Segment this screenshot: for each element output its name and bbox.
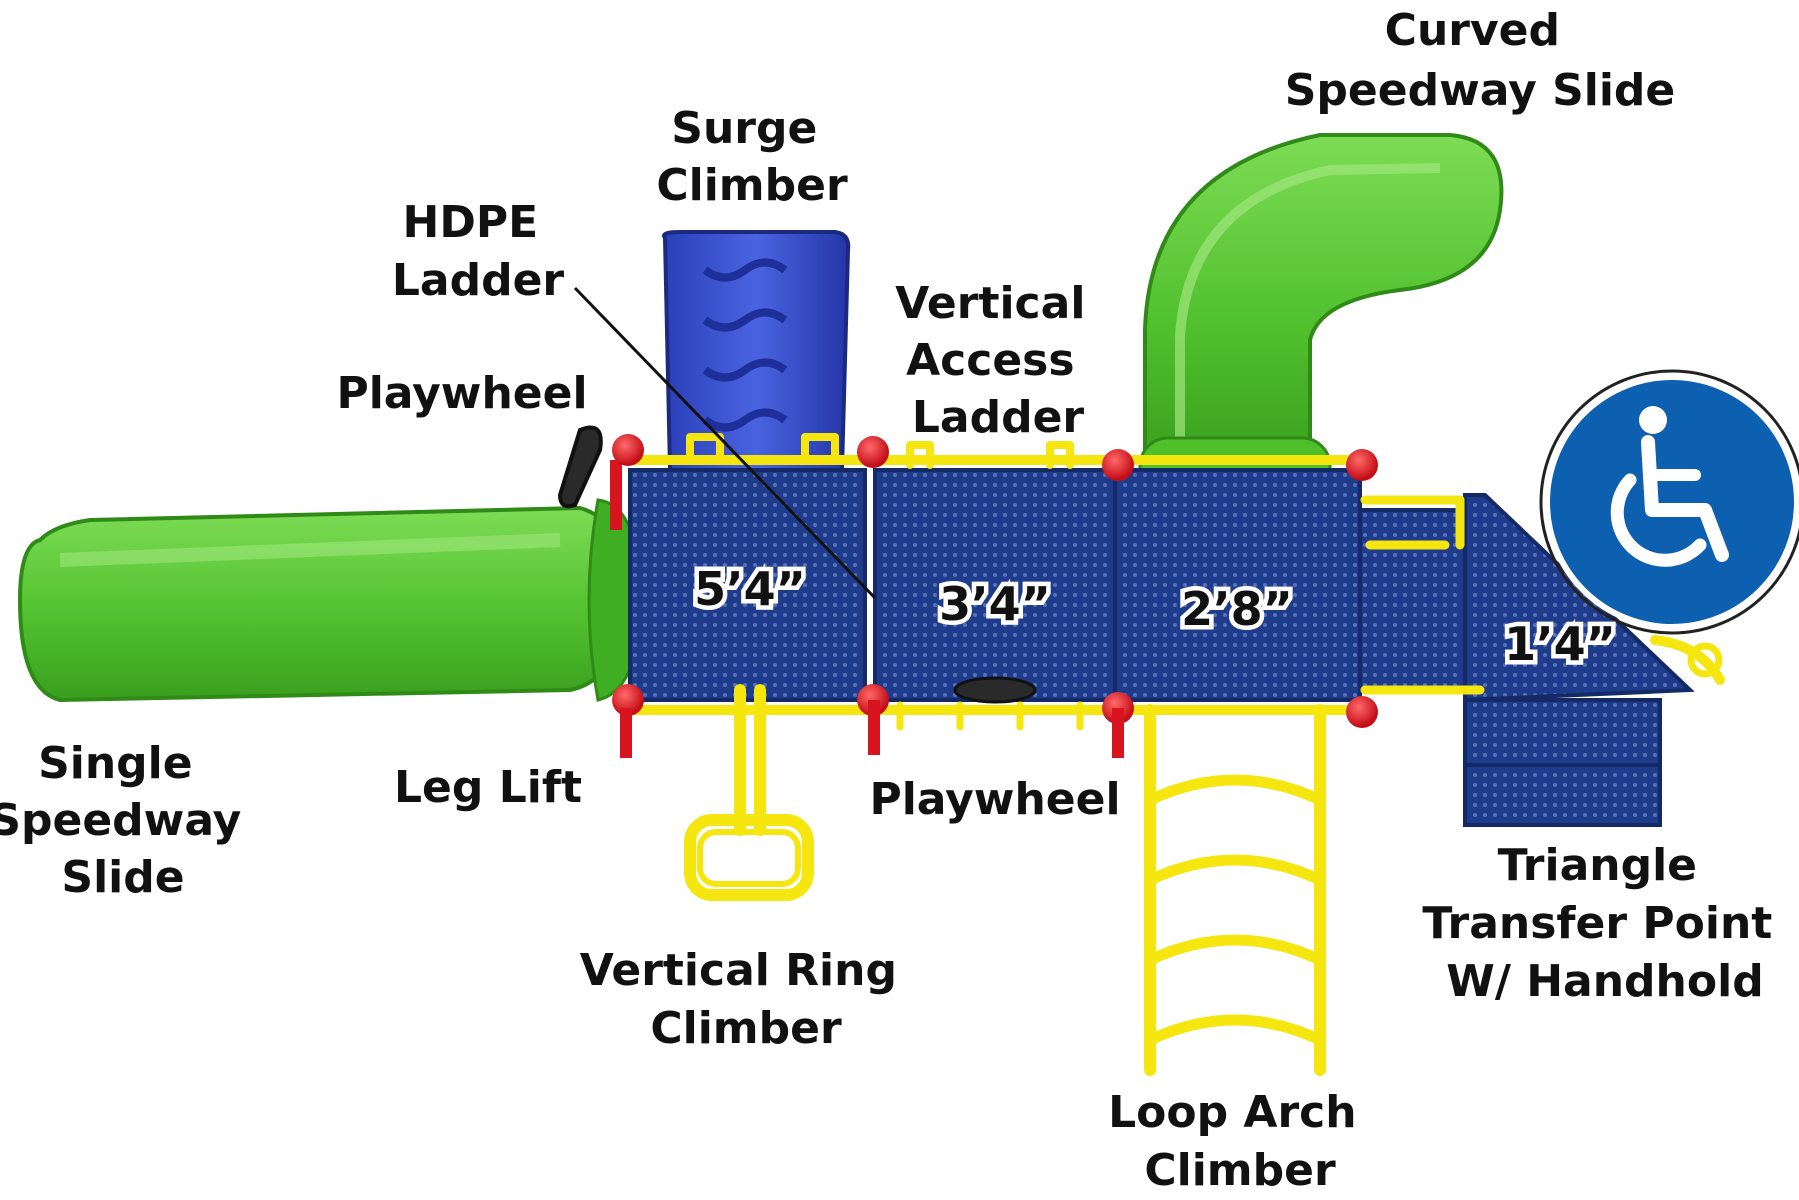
label-loop-arch-climber: Loop Arch Climber (1108, 1087, 1372, 1196)
curved-speedway-slide (1138, 133, 1504, 500)
label-curved-speedway-slide: Curved Speedway Slide (1285, 5, 1676, 116)
yellow-rails (620, 433, 1725, 731)
transfer-steps (1463, 698, 1662, 827)
label-playwheel-top: Playwheel (336, 368, 587, 419)
label-hdpe-ladder: HDPE Ladder (392, 197, 565, 306)
deck-height-4: 1’4” (1504, 617, 1616, 671)
loop-arch-climber (1144, 704, 1326, 1076)
label-playwheel-bottom: Playwheel (869, 774, 1120, 825)
label-vertical-access-ladder: Vertical Access Ladder (895, 278, 1101, 443)
decks (628, 468, 1695, 827)
deck-1 (628, 468, 867, 702)
playwheel-top (557, 425, 603, 509)
triangle-transfer-deck (1463, 493, 1695, 703)
label-triangle-transfer-point: Triangle Transfer Point W/ Handhold (1422, 840, 1787, 1007)
single-speedway-slide (17, 498, 642, 703)
post-caps (610, 434, 1378, 758)
vertical-ring-climber (684, 684, 814, 901)
playwheel-bottom (953, 676, 1037, 704)
label-leg-lift: Leg Lift (394, 762, 582, 813)
deck-3 (1113, 468, 1362, 702)
deck-height-3: 2’8” (1181, 582, 1293, 636)
label-surge-climber: Surge Climber (656, 103, 848, 211)
surge-climber (662, 230, 851, 472)
deck-height-2: 3’4” (939, 577, 1051, 631)
bridge-deck (1358, 508, 1467, 692)
hdpe-ladder-leader-line (573, 286, 877, 600)
wheelchair-accessibility-icon (1539, 369, 1799, 635)
label-single-speedway-slide: Single Speedway Slide (0, 738, 257, 903)
deck-height-1: 5’4” (694, 562, 806, 616)
deck-2 (873, 468, 1117, 702)
label-vertical-ring-climber: Vertical Ring Climber (580, 945, 913, 1054)
